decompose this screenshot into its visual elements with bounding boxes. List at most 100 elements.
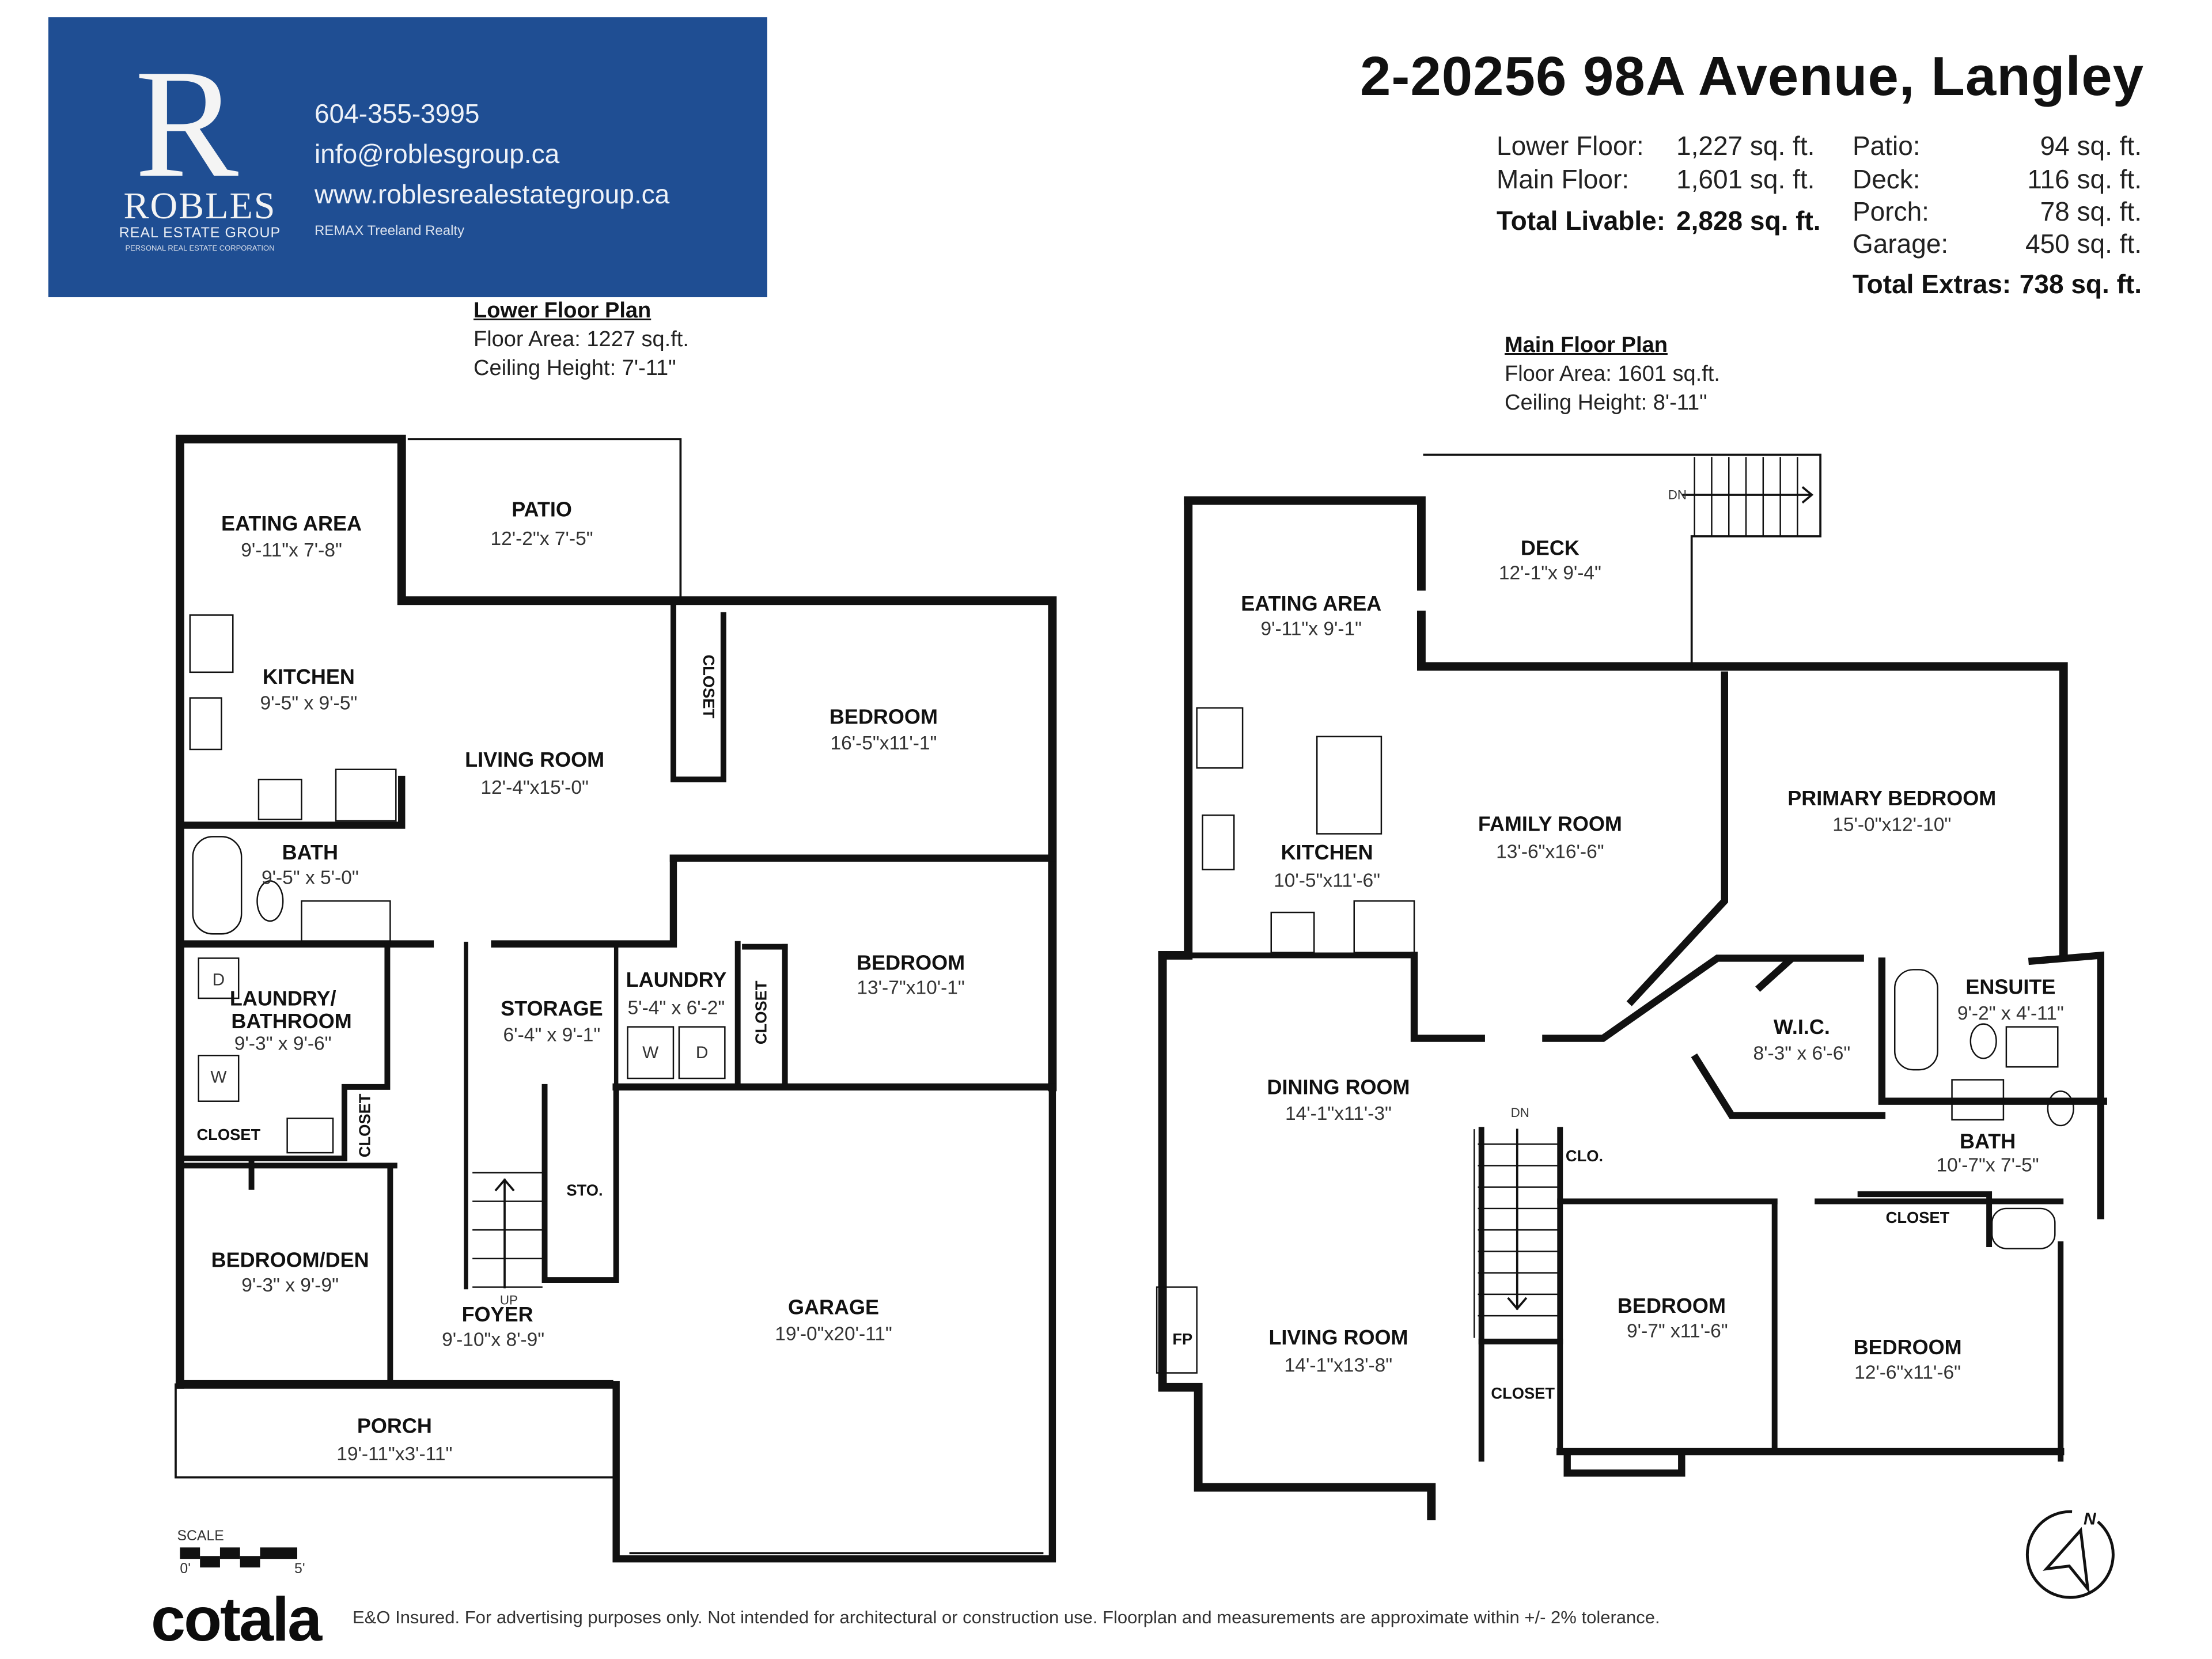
main-floor-ceiling: Ceiling Height: 8'-11": [1505, 391, 1707, 415]
svg-text:12'-2"x 7'-5": 12'-2"x 7'-5": [490, 528, 593, 550]
disclaimer-text: E&O Insured. For advertising purposes on…: [353, 1607, 1660, 1627]
svg-text:10'-7"x 7'-5": 10'-7"x 7'-5": [1937, 1154, 2039, 1176]
svg-text:9'-5" x 9'-5": 9'-5" x 9'-5": [260, 692, 357, 714]
lower-floor-title: Lower Floor Plan: [474, 298, 652, 323]
sto-label: STO.: [566, 1181, 603, 1199]
cotala-logo: cotala: [151, 1584, 322, 1654]
closet-label: CLOSET: [700, 654, 718, 718]
main-floor-value: 1,601 sq. ft.: [1676, 164, 1815, 194]
svg-text:FAMILY ROOM: FAMILY ROOM: [1478, 812, 1622, 835]
svg-text:16'-5"x11'-1": 16'-5"x11'-1": [830, 733, 937, 754]
svg-text:LIVING ROOM: LIVING ROOM: [465, 748, 604, 771]
svg-text:10'-5"x11'-6": 10'-5"x11'-6": [1274, 870, 1380, 891]
svg-text:BEDROOM: BEDROOM: [830, 704, 938, 728]
svg-text:FOYER: FOYER: [462, 1302, 533, 1326]
svg-text:LAUNDRY: LAUNDRY: [626, 968, 727, 991]
svg-text:KITCHEN: KITCHEN: [1281, 840, 1373, 864]
up-label: UP: [500, 1293, 518, 1307]
svg-text:9'-7" x11'-6": 9'-7" x11'-6": [1627, 1320, 1728, 1342]
closet-label: CLOSET: [196, 1126, 260, 1143]
svg-text:12'-4"x15'-0": 12'-4"x15'-0": [480, 777, 588, 798]
svg-text:STORAGE: STORAGE: [501, 997, 603, 1020]
svg-text:14'-1"x11'-3": 14'-1"x11'-3": [1285, 1103, 1392, 1124]
svg-text:GARAGE: GARAGE: [788, 1296, 879, 1319]
main-floor-walls: [1158, 453, 2107, 1521]
svg-text:15'-0"x12'-10": 15'-0"x12'-10": [1832, 814, 1951, 835]
closet-label: CLOSET: [752, 980, 770, 1044]
brand-subtitle: REAL ESTATE GROUP: [119, 225, 281, 241]
closet-label: CLOSET: [1491, 1384, 1555, 1402]
svg-text:BEDROOM: BEDROOM: [1618, 1294, 1726, 1317]
lower-floor-label: Lower Floor:: [1497, 131, 1644, 161]
deck-label: Deck:: [1853, 164, 1921, 194]
porch-label: Porch:: [1853, 196, 1929, 226]
email-link[interactable]: info@roblesgroup.ca: [315, 139, 560, 169]
svg-text:W.I.C.: W.I.C.: [1774, 1015, 1830, 1039]
closet-label: CLOSET: [1886, 1209, 1950, 1226]
porch-value: 78 sq. ft.: [2040, 196, 2142, 226]
website-link[interactable]: www.roblesrealestategroup.ca: [315, 179, 670, 209]
svg-text:0': 0': [180, 1561, 191, 1577]
total-livable-value: 2,828 sq. ft.: [1676, 206, 1821, 236]
svg-text:BEDROOM: BEDROOM: [1854, 1335, 1962, 1359]
svg-text:9'-3" x 9'-9": 9'-3" x 9'-9": [241, 1275, 339, 1296]
lower-floor-ceiling: Ceiling Height: 7'-11": [474, 356, 676, 380]
svg-text:EATING AREA: EATING AREA: [1241, 592, 1381, 615]
svg-text:8'-3" x 6'-6": 8'-3" x 6'-6": [1753, 1043, 1850, 1065]
svg-text:9'-10"x 8'-9": 9'-10"x 8'-9": [442, 1329, 544, 1350]
svg-text:LIVING ROOM: LIVING ROOM: [1268, 1325, 1408, 1349]
scale-bar: SCALE 0' 5': [177, 1528, 305, 1577]
svg-text:5'-4" x 6'-2": 5'-4" x 6'-2": [628, 997, 725, 1018]
svg-text:9'-11"x 9'-1": 9'-11"x 9'-1": [1260, 618, 1362, 639]
dn-label: DN: [1511, 1105, 1529, 1120]
lower-floor-area: Floor Area: 1227 sq.ft.: [474, 327, 689, 351]
svg-text:DINING ROOM: DINING ROOM: [1267, 1075, 1410, 1099]
dn-label: DN: [1668, 487, 1687, 502]
clo-label: CLO.: [1566, 1147, 1603, 1165]
svg-text:6'-4" x 9'-1": 6'-4" x 9'-1": [503, 1024, 601, 1046]
fireplace-label: FP: [1172, 1330, 1192, 1348]
closet-label: CLOSET: [356, 1093, 374, 1157]
svg-text:PATIO: PATIO: [512, 497, 572, 521]
svg-text:9'-11"x 7'-8": 9'-11"x 7'-8": [241, 540, 342, 561]
main-floor-header: Main Floor Plan Floor Area: 1601 sq.ft. …: [1505, 331, 1720, 417]
svg-text:9'-2" x 4'-11": 9'-2" x 4'-11": [1957, 1003, 2064, 1024]
main-floor-area: Floor Area: 1601 sq.ft.: [1505, 362, 1720, 386]
svg-text:PRIMARY BEDROOM: PRIMARY BEDROOM: [1787, 786, 1996, 810]
brokerage-name: REMAX Treeland Realty: [315, 223, 465, 238]
svg-text:D: D: [213, 971, 225, 990]
svg-text:BEDROOM/DEN: BEDROOM/DEN: [211, 1248, 369, 1272]
robles-logo-icon: R: [135, 37, 239, 210]
svg-text:EATING AREA: EATING AREA: [221, 512, 362, 535]
phone-number[interactable]: 604-355-3995: [315, 99, 480, 128]
svg-text:19'-0"x20'-11": 19'-0"x20'-11": [775, 1323, 892, 1344]
lower-fixtures: [189, 614, 726, 1154]
lower-floor-labels: EATING AREA 9'-11"x 7'-8" PATIO 12'-2"x …: [196, 497, 965, 1465]
svg-text:ENSUITE: ENSUITE: [1965, 975, 2055, 999]
total-extras-label: Total Extras:: [1853, 269, 2012, 299]
lower-floor-walls: [175, 434, 1057, 1563]
patio-label: Patio:: [1853, 131, 1921, 161]
svg-text:13'-6"x16'-6": 13'-6"x16'-6": [1496, 842, 1604, 863]
total-livable-label: Total Livable:: [1497, 206, 1666, 236]
main-floor-title: Main Floor Plan: [1505, 333, 1668, 357]
svg-text:BEDROOM: BEDROOM: [857, 950, 965, 974]
patio-value: 94 sq. ft.: [2040, 131, 2142, 161]
svg-text:19'-11"x3'-11": 19'-11"x3'-11": [336, 1444, 452, 1465]
svg-text:14'-1"x13'-8": 14'-1"x13'-8": [1285, 1355, 1392, 1376]
brand-name: ROBLES: [123, 185, 276, 227]
svg-text:N: N: [2084, 1510, 2097, 1529]
svg-text:SCALE: SCALE: [177, 1528, 224, 1544]
north-compass-icon: N: [2025, 1510, 2115, 1599]
svg-text:PORCH: PORCH: [357, 1414, 432, 1438]
svg-text:9'-3" x 9'-6": 9'-3" x 9'-6": [234, 1033, 332, 1054]
main-floor-labels: DECK 12'-1"x 9'-4" EATING AREA 9'-11"x 9…: [1172, 487, 2063, 1402]
svg-text:BATH: BATH: [1960, 1130, 2016, 1153]
svg-text:W: W: [642, 1043, 658, 1062]
svg-text:W: W: [210, 1067, 226, 1086]
svg-text:BATH: BATH: [282, 840, 338, 864]
realtor-banner: R ROBLES REAL ESTATE GROUP PERSONAL REAL…: [48, 17, 767, 297]
total-extras-value: 738 sq. ft.: [2019, 269, 2142, 299]
svg-text:D: D: [696, 1043, 709, 1062]
